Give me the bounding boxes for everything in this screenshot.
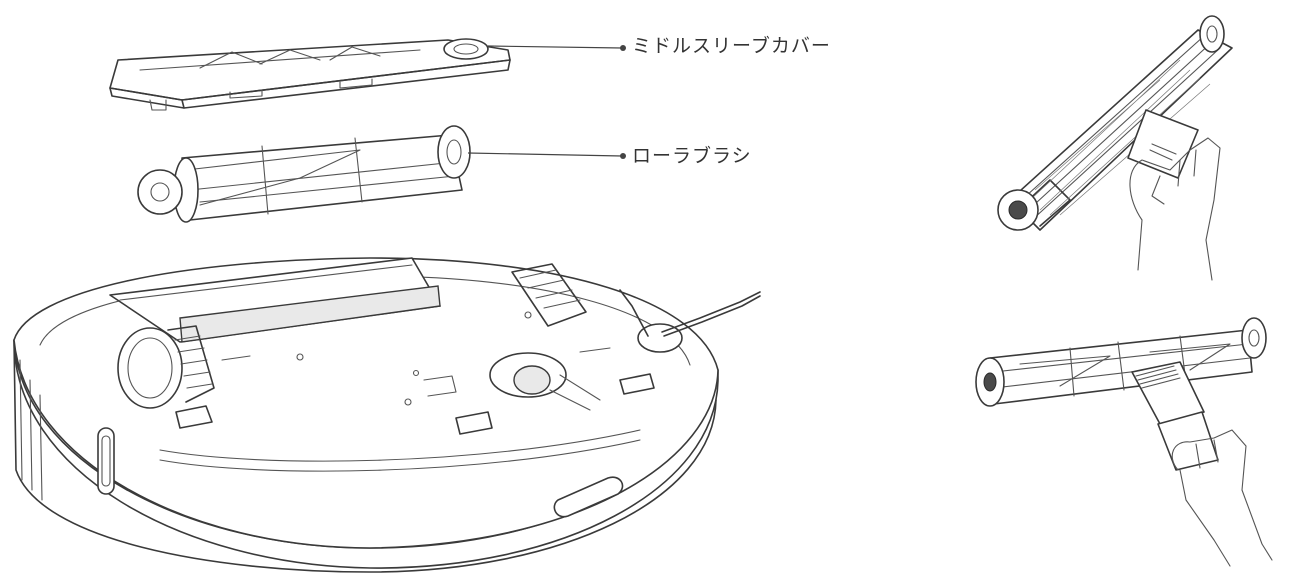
brush-cleaning-vertical-illustration (997, 15, 1233, 281)
brush-cleaning-horizontal-illustration (975, 317, 1273, 567)
roller-brush-leader-dot (620, 153, 626, 159)
left-wheel (117, 325, 215, 409)
middle-sleeve-cover-leader-dot (620, 45, 626, 51)
middle-sleeve-cover-illustration (109, 38, 511, 111)
caster-wheel (489, 352, 601, 411)
side-brush (619, 289, 761, 353)
roller-brush-leader (467, 152, 623, 157)
right-wheel (511, 263, 587, 327)
roller-brush-label: ローラブラシ (632, 145, 752, 167)
middle-sleeve-cover-leader (487, 45, 623, 49)
robot-vacuum-base-illustration (13, 257, 761, 573)
middle-sleeve-cover-label: ミドルスリーブカバー (632, 35, 831, 57)
roller-brush-illustration (137, 125, 471, 223)
